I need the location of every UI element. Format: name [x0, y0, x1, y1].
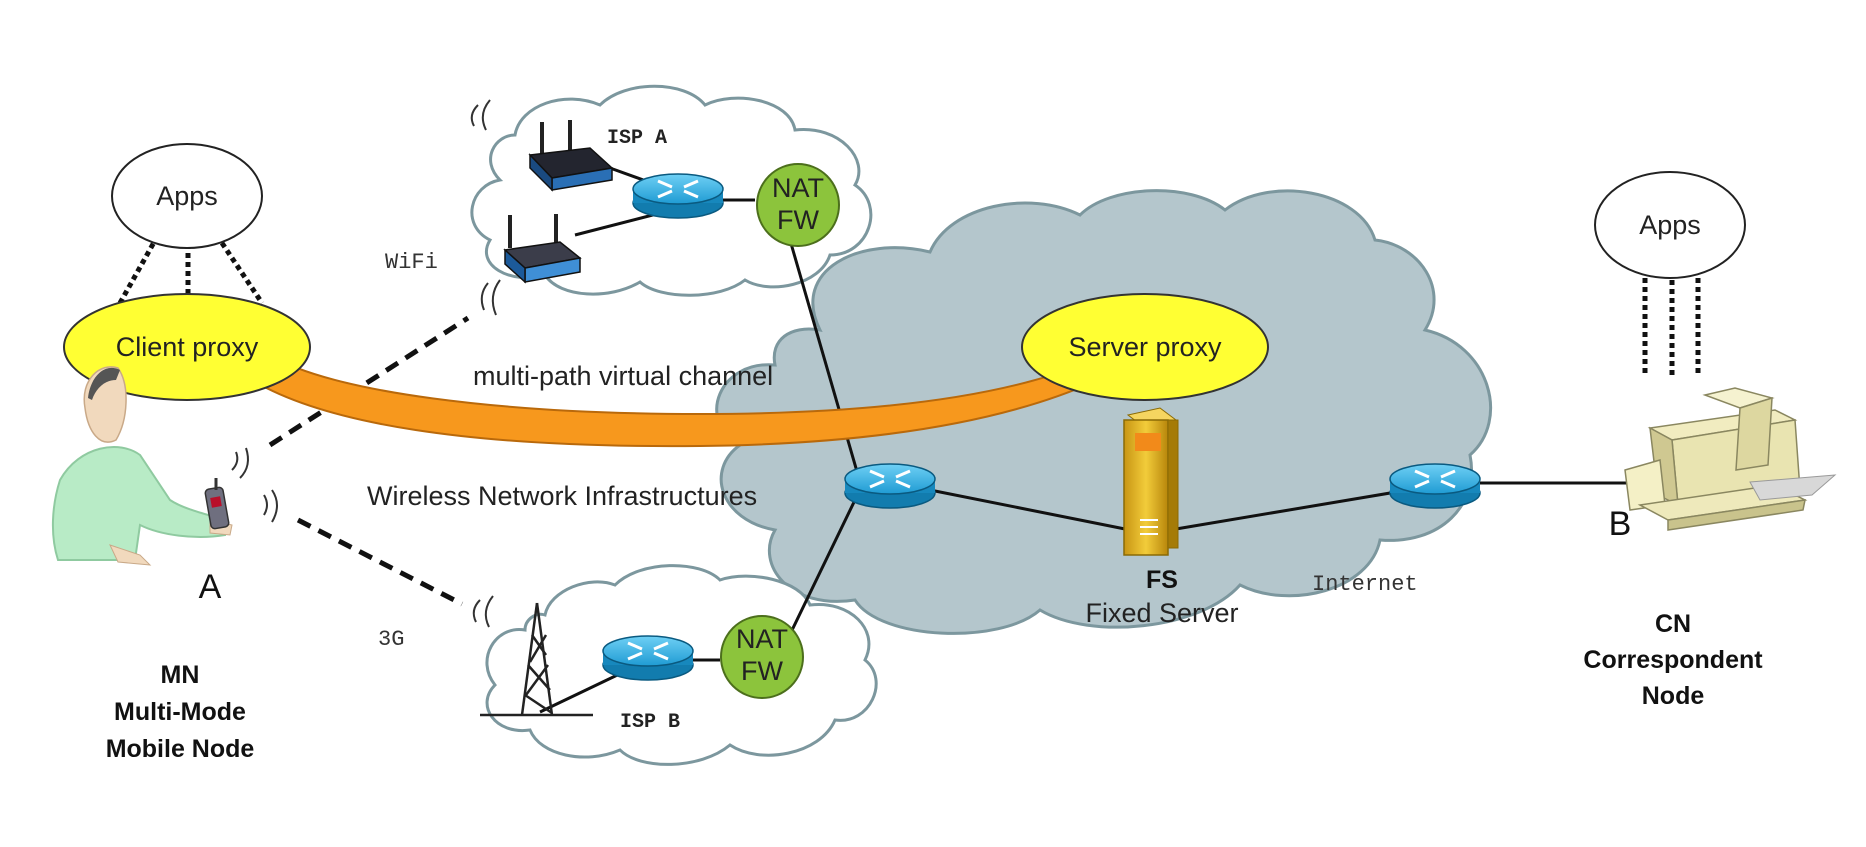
isp-a-router-icon	[631, 172, 725, 220]
wireless-infrastructure-label: Wireless Network Infrastructures	[367, 481, 757, 511]
fixed-server-full-label: Fixed Server	[1085, 598, 1238, 628]
virtual-channel-label: multi-path virtual channel	[473, 361, 773, 391]
cn-app-links	[1642, 278, 1701, 375]
node-a-letter: A	[199, 568, 222, 606]
isp-b-router-icon	[601, 634, 695, 682]
wifi-label: WiFi	[385, 250, 438, 275]
cn-caption-line2: Correspondent	[1583, 646, 1763, 674]
mn-caption-line3: Mobile Node	[106, 735, 255, 763]
mn-caption-line2: Multi-Mode	[114, 698, 246, 726]
isp-a-label: ISP A	[607, 127, 667, 150]
cn-apps-label: Apps	[1639, 210, 1701, 240]
fixed-server-icon	[1123, 407, 1179, 556]
server-proxy-label: Server proxy	[1068, 332, 1222, 362]
internet-edge-router-icon	[843, 462, 937, 510]
cn-caption-line3: Node	[1642, 682, 1705, 710]
wifi-signal-icon	[470, 99, 501, 316]
mobile-phone-icon	[204, 478, 230, 530]
desktop-computer-icon	[1624, 387, 1837, 531]
wireless-links	[268, 315, 470, 607]
isp-a-nat-label: NAT	[772, 173, 824, 203]
isp-a-nat-fw	[756, 163, 840, 247]
isp-a-fw-label: FW	[777, 205, 819, 235]
wifi-router-icon-2	[503, 214, 582, 284]
cell-tower-icon	[480, 602, 593, 717]
internet-cn-router-icon	[1388, 462, 1482, 510]
node-b-letter: B	[1609, 505, 1632, 543]
internet-cloud	[715, 189, 1493, 635]
isp-b-fw-label: FW	[741, 656, 783, 686]
isp-b-nat-label: NAT	[736, 624, 788, 654]
mn-apps-label: Apps	[156, 181, 218, 211]
cn-apps-bubble	[1594, 171, 1746, 279]
wifi-router-icon	[528, 120, 614, 192]
server-proxy	[1021, 293, 1269, 401]
cell-signal-icon	[472, 595, 494, 628]
cn-caption-line1: CN	[1655, 610, 1691, 638]
cellular-label: 3G	[378, 627, 404, 652]
mn-apps-bubble	[111, 143, 263, 249]
mn-caption-line1: MN	[161, 661, 200, 689]
client-proxy	[63, 293, 311, 401]
client-proxy-label: Client proxy	[116, 332, 259, 362]
fixed-server-short-label: FS	[1146, 566, 1178, 594]
mobile-user-icon	[51, 366, 233, 566]
isp-b-nat-fw	[720, 615, 804, 699]
phone-signal-icon	[231, 447, 278, 523]
isp-b-label: ISP B	[620, 711, 680, 734]
internet-label: Internet	[1312, 572, 1418, 597]
